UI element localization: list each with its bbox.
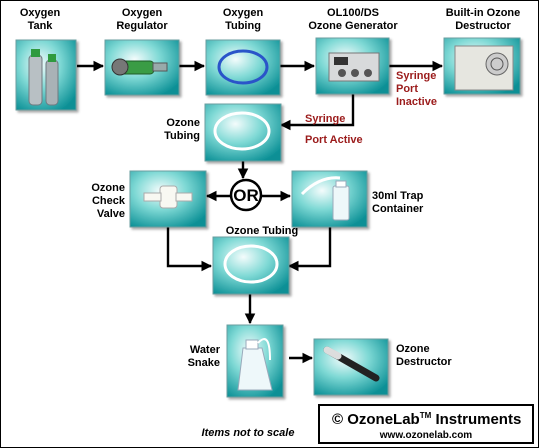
svg-text:Tank: Tank — [28, 20, 54, 32]
ozone-generator-icon — [328, 52, 380, 82]
svg-text:Oxygen: Oxygen — [223, 7, 264, 19]
svg-text:Tubing: Tubing — [225, 20, 261, 32]
oxygen-tubing-icon — [217, 49, 269, 85]
label-syringe-port-active: Syringe Port Active — [305, 113, 363, 146]
label-oxygen-tank: Oxygen Tank — [20, 7, 61, 32]
or-circle — [229, 178, 263, 212]
brand-box: © OzoneLabTM Instruments www.ozonelab.co… — [318, 404, 534, 444]
oxygen-tubing-tile — [205, 39, 281, 96]
label-ozone-tubing-2: Ozone Tubing — [226, 225, 299, 237]
svg-text:Oxygen: Oxygen — [20, 7, 61, 19]
svg-text:Ozone: Ozone — [91, 182, 125, 194]
label-water-snake: Water Snake — [188, 344, 221, 369]
label-ozone-tubing-1: Ozone Tubing — [164, 117, 200, 142]
oxygen-tank-icon — [28, 49, 59, 106]
label-oxygen-regulator: Oxygen Regulator — [116, 7, 168, 32]
note-not-to-scale: Items not to scale — [202, 427, 295, 439]
svg-text:OL100/DS: OL100/DS — [327, 7, 379, 19]
label-trap-container: 30ml Trap Container — [372, 190, 424, 215]
label-check-valve: Ozone Check Valve — [91, 182, 125, 220]
or-label: OR — [233, 186, 259, 205]
ozone-destructor-icon — [323, 346, 380, 382]
brand-name: © OzoneLabTM Instruments — [332, 411, 521, 428]
svg-text:Port: Port — [396, 83, 418, 95]
brand-url: www.ozonelab.com — [379, 430, 473, 441]
water-snake-icon — [237, 338, 273, 391]
svg-text:Inactive: Inactive — [396, 96, 437, 108]
svg-text:30ml Trap: 30ml Trap — [372, 190, 424, 202]
arrow-generator-to-ozone-tubing — [279, 93, 355, 131]
ozone-tubing-2-icon — [223, 244, 279, 284]
oxygen-regulator-icon — [111, 58, 168, 76]
label-syringe-port-inactive: Syringe Port Inactive — [396, 70, 437, 108]
svg-text:Regulator: Regulator — [116, 20, 168, 32]
svg-text:Check: Check — [92, 195, 126, 207]
svg-text:Oxygen: Oxygen — [122, 7, 163, 19]
svg-text:Destructor: Destructor — [396, 356, 452, 368]
svg-text:Port Active: Port Active — [305, 134, 363, 146]
svg-text:Ozone: Ozone — [166, 117, 200, 129]
or-node: OR — [229, 178, 263, 212]
arrow-trap-to-tubing — [287, 227, 332, 272]
check-valve-icon — [143, 185, 193, 209]
svg-text:Ozone: Ozone — [396, 343, 430, 355]
svg-text:Syringe: Syringe — [396, 70, 436, 82]
svg-text:Destructor: Destructor — [455, 20, 511, 32]
svg-text:Syringe: Syringe — [305, 113, 345, 125]
svg-text:Ozone Generator: Ozone Generator — [308, 20, 398, 32]
svg-text:Valve: Valve — [97, 208, 125, 220]
trap-container-tile — [291, 170, 368, 228]
label-builtin-destructor: Built-in Ozone Destructor — [446, 7, 521, 32]
svg-text:Water: Water — [190, 344, 221, 356]
connectors — [77, 60, 444, 364]
trap-container-icon — [300, 176, 350, 221]
label-ozone-destructor: Ozone Destructor — [396, 343, 452, 368]
svg-text:Tubing: Tubing — [164, 130, 200, 142]
svg-text:Container: Container — [372, 203, 424, 215]
label-ozone-generator: OL100/DS Ozone Generator — [308, 7, 398, 32]
svg-text:Built-in Ozone: Built-in Ozone — [446, 7, 521, 19]
arrow-check-valve-to-tubing — [166, 227, 213, 272]
svg-text:Snake: Snake — [188, 357, 220, 369]
label-oxygen-tubing: Oxygen Tubing — [223, 7, 264, 32]
builtin-destructor-icon — [454, 45, 514, 91]
ozone-tubing-1-icon — [213, 111, 271, 151]
